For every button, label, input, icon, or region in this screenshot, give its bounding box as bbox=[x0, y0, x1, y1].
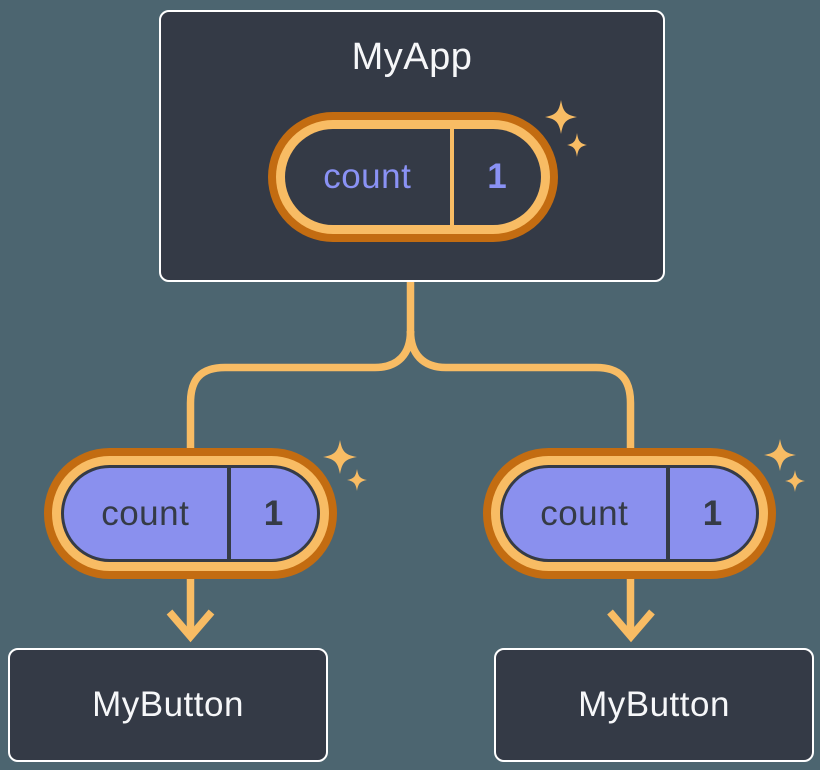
pill-outer-ring: count 1 bbox=[268, 112, 558, 242]
state-pill-root: count 1 bbox=[268, 112, 558, 242]
pill-core: count 1 bbox=[61, 465, 320, 562]
node-title: MyButton bbox=[92, 685, 244, 724]
node-mybutton-left: MyButton bbox=[8, 648, 328, 762]
node-title: MyButton bbox=[578, 685, 730, 724]
prop-value: 1 bbox=[263, 493, 284, 533]
pill-inner-ring: count 1 bbox=[491, 456, 768, 571]
arrow-down-icon bbox=[166, 609, 215, 643]
node-title: MyApp bbox=[351, 36, 473, 78]
arrow-down-icon bbox=[607, 609, 655, 643]
prop-value: 1 bbox=[702, 493, 723, 533]
state-name-cell: count bbox=[285, 129, 450, 225]
pill-inner-ring: count 1 bbox=[52, 456, 329, 571]
props-pill-left: count 1 bbox=[44, 448, 337, 579]
prop-value-cell: 1 bbox=[665, 468, 756, 559]
pill-outer-ring: count 1 bbox=[44, 448, 337, 579]
prop-name: count bbox=[101, 493, 190, 533]
prop-name: count bbox=[540, 493, 629, 533]
state-value: 1 bbox=[487, 157, 508, 196]
props-pill-right: count 1 bbox=[483, 448, 776, 579]
pill-core: count 1 bbox=[285, 129, 541, 225]
sparkle-icon bbox=[785, 470, 805, 492]
pill-outer-ring: count 1 bbox=[483, 448, 776, 579]
state-name: count bbox=[323, 157, 412, 196]
node-myapp: MyApp count 1 bbox=[159, 10, 665, 282]
pill-core: count 1 bbox=[500, 465, 759, 562]
state-value-cell: 1 bbox=[449, 129, 542, 225]
sparkle-icon bbox=[347, 469, 367, 491]
node-mybutton-right: MyButton bbox=[494, 648, 814, 762]
prop-value-cell: 1 bbox=[226, 468, 317, 559]
pill-inner-ring: count 1 bbox=[276, 120, 550, 234]
prop-name-cell: count bbox=[64, 468, 227, 559]
prop-name-cell: count bbox=[503, 468, 666, 559]
